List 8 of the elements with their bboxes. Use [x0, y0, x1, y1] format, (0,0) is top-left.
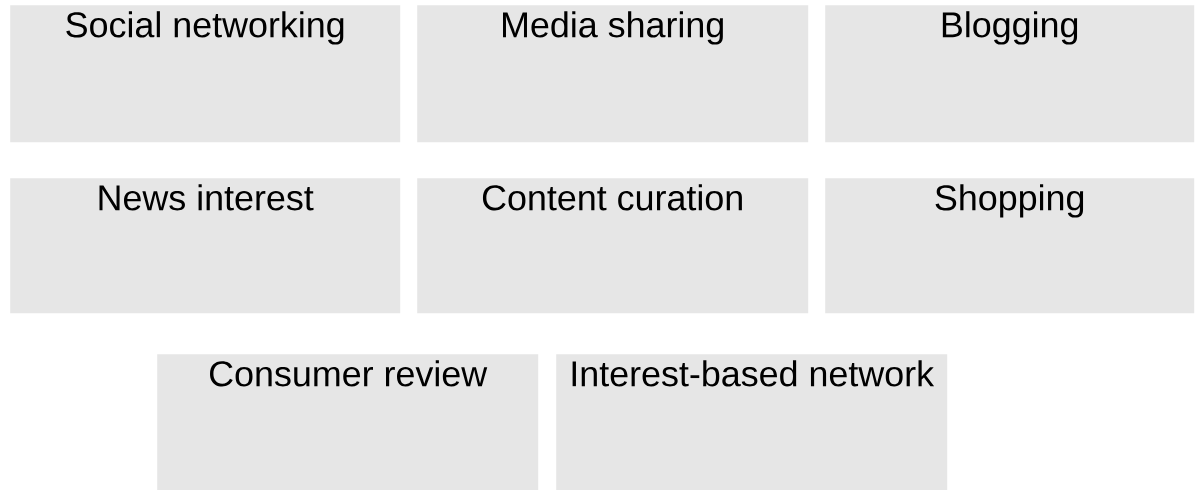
category-box: Blogging — [825, 5, 1195, 143]
category-box: News interest — [10, 178, 401, 314]
category-box: Social networking — [10, 5, 401, 143]
category-box: Content curation — [417, 178, 809, 314]
category-box: Consumer review — [157, 354, 539, 490]
category-box: Shopping — [825, 178, 1195, 314]
category-box: Interest-based network — [556, 354, 948, 490]
category-box: Media sharing — [417, 5, 809, 143]
